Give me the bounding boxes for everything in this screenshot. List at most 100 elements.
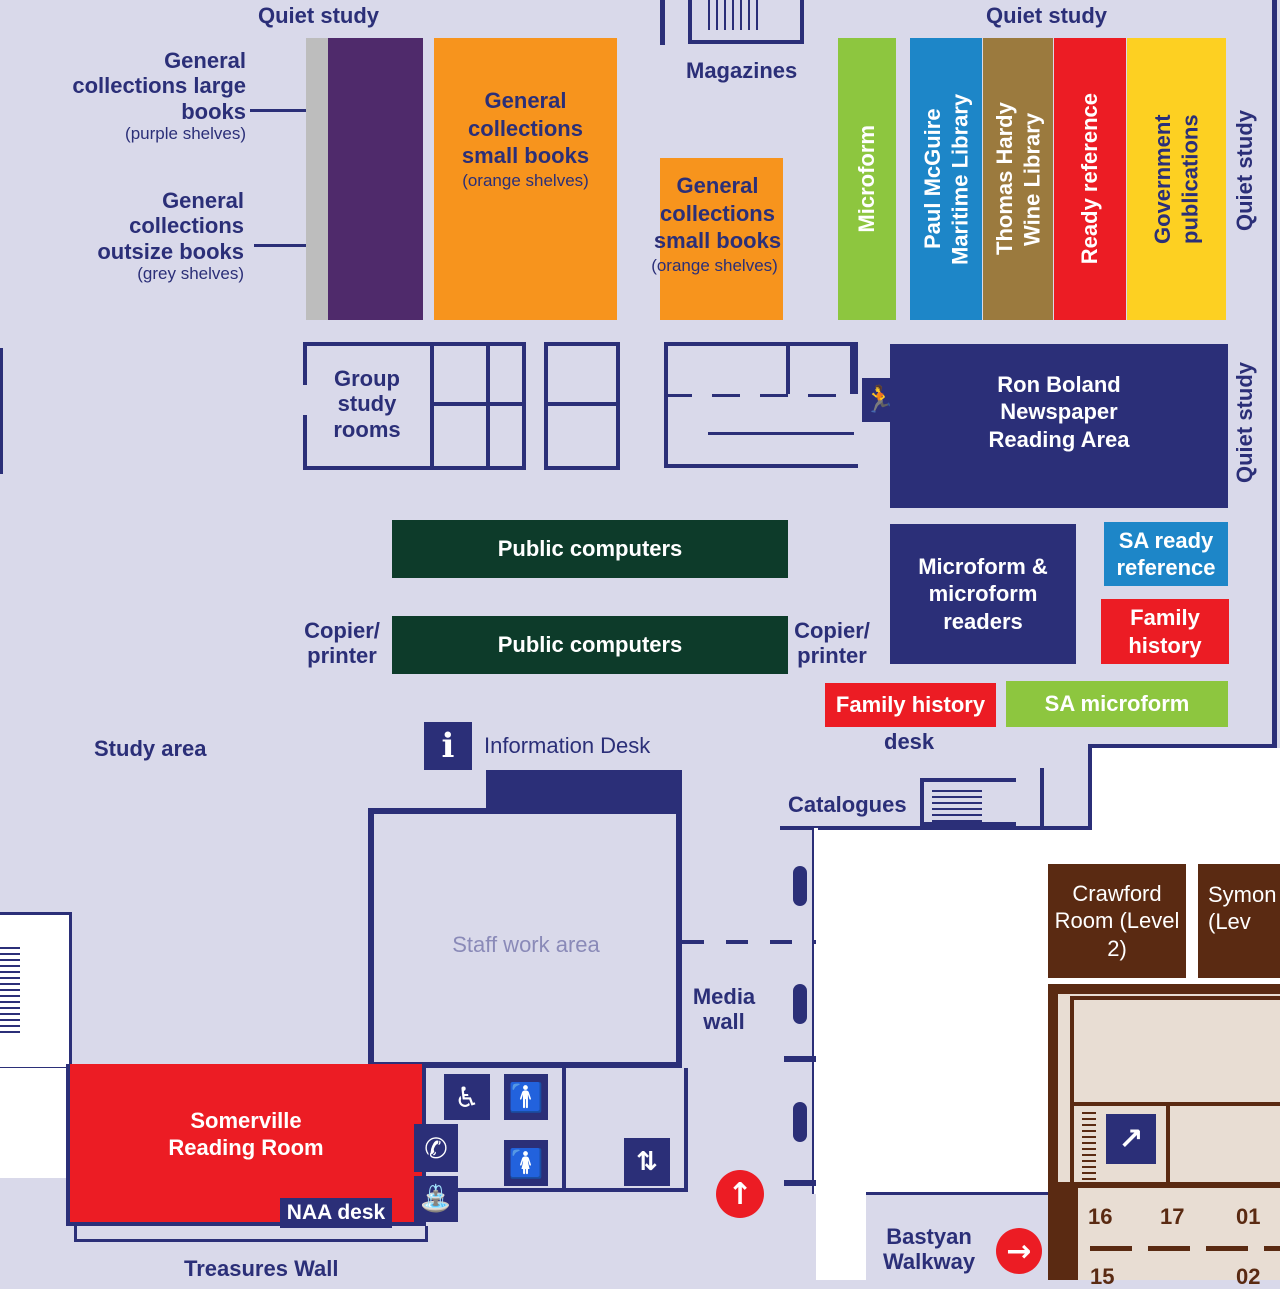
staff-area-bottom-wall xyxy=(372,1062,682,1068)
office-inner-wall-3 xyxy=(708,432,854,435)
group-room-gap-mark xyxy=(300,385,308,415)
microform-readers-label: Microform & microform readers xyxy=(918,553,1048,634)
family-history-label: Family history xyxy=(1128,605,1202,658)
thomas-hardy-label: Thomas Hardy Wine Library xyxy=(991,102,1045,256)
right-outer-wall xyxy=(1272,0,1277,748)
general-large-books-sub: (purple shelves) xyxy=(125,123,246,143)
stairs-icon: ↗ xyxy=(1106,1114,1156,1164)
public-computers-2[interactable]: Public computers xyxy=(392,616,788,674)
bastyan-walkway-label: Bastyan Walkway xyxy=(882,1224,976,1275)
government-publications-label: Government publications xyxy=(1150,114,1203,244)
group-study-room-f[interactable] xyxy=(544,402,620,470)
public-computers-1-label: Public computers xyxy=(497,536,683,562)
leader-line-outsize xyxy=(254,244,308,247)
quiet-study-label-right-1: Quiet study xyxy=(1232,110,1257,236)
information-desk-label: Information Desk xyxy=(484,733,651,758)
catalogues-wall-h xyxy=(780,826,1094,830)
amenities-divider xyxy=(562,1068,566,1192)
quiet-study-label-top-left: Quiet study xyxy=(258,3,380,28)
family-history-desk-word: desk xyxy=(884,729,935,754)
staff-work-area xyxy=(368,808,682,1068)
info-icon[interactable]: i xyxy=(424,722,472,770)
orange-shelves-2-title: General collections small books xyxy=(653,173,782,254)
office-inner-wall-1 xyxy=(664,394,854,397)
magazines-wall-left xyxy=(660,0,665,45)
office-room-outline xyxy=(664,342,858,468)
purple-shelves[interactable] xyxy=(328,38,423,320)
phone-icon: ✆ xyxy=(414,1124,458,1172)
symon-room-label: Symon (Lev xyxy=(1208,881,1277,935)
microform-section[interactable]: Microform xyxy=(838,38,896,320)
general-outsize-books-title: General collections outsize books xyxy=(97,188,244,264)
general-large-books-title: General collections large books xyxy=(72,48,246,124)
group-study-rooms-label: Group study rooms xyxy=(333,366,401,442)
naa-desk[interactable]: NAA desk xyxy=(280,1198,392,1228)
crawford-room[interactable]: Crawford Room (Level 2) xyxy=(1048,864,1186,978)
copier-printer-left: Copier/ printer xyxy=(304,618,380,669)
public-computers-2-label: Public computers xyxy=(497,632,683,658)
family-history-area[interactable]: Family history xyxy=(1101,599,1229,664)
heritage-stair-box xyxy=(1070,1104,1170,1184)
quiet-study-right-1-text: Quiet study xyxy=(1232,110,1257,232)
toilet-icon: 🚹 xyxy=(504,1074,548,1120)
office-inner-wall-2 xyxy=(786,342,790,394)
leader-line-large xyxy=(250,109,308,112)
room-01-label: 01 xyxy=(1236,1204,1261,1229)
group-study-room-e[interactable] xyxy=(544,342,620,406)
government-publications-section[interactable]: Government publications xyxy=(1127,38,1226,320)
group-study-room-b[interactable] xyxy=(486,342,526,406)
group-study-room-d[interactable] xyxy=(486,402,526,470)
media-panel-3 xyxy=(793,1102,807,1142)
heritage-dashes xyxy=(1090,1246,1280,1251)
right-step-wall-v xyxy=(1088,744,1092,832)
family-history-desk[interactable]: Family history xyxy=(825,683,996,727)
room-15-label: 15 xyxy=(1090,1264,1115,1289)
orange-shelves-2-sub: (orange shelves) xyxy=(651,255,778,275)
lift-icon: ⇅ xyxy=(624,1138,670,1186)
drinking-fountain-icon: ⛲ xyxy=(414,1176,458,1222)
ron-boland-reading-area[interactable]: Ron Boland Newspaper Reading Area xyxy=(890,344,1228,508)
media-panel-2 xyxy=(793,984,807,1024)
grey-shelves[interactable] xyxy=(306,38,328,320)
catalogues-stair xyxy=(920,778,1016,826)
thomas-hardy-section[interactable]: Thomas Hardy Wine Library xyxy=(983,38,1053,320)
heritage-wall-h xyxy=(1048,1182,1280,1188)
magazines-stair xyxy=(688,0,804,44)
media-panel-1 xyxy=(793,866,807,906)
family-history-desk-label: Family history xyxy=(835,692,986,718)
symon-room[interactable]: Symon (Lev xyxy=(1198,864,1280,978)
quiet-study-right-2-text: Quiet study xyxy=(1232,362,1257,484)
right-step-wall-h xyxy=(1088,744,1277,748)
quiet-study-label-right-2: Quiet study xyxy=(1232,362,1257,488)
group-study-room-a[interactable] xyxy=(430,342,490,406)
somerville-label: Somerville Reading Room xyxy=(168,1107,324,1161)
heritage-inner-room xyxy=(1070,996,1280,1106)
right-arrow-icon: → xyxy=(996,1228,1042,1274)
group-study-room-c[interactable] xyxy=(430,402,490,470)
accessible-toilet-icon: ♿ xyxy=(444,1074,490,1120)
left-edge-wall xyxy=(0,348,3,474)
staff-work-area-label: Staff work area xyxy=(452,932,600,957)
orange-shelves-2[interactable]: General collections small books (orange … xyxy=(651,158,783,320)
ready-reference-section[interactable]: Ready reference xyxy=(1054,38,1126,320)
study-area-label: Study area xyxy=(94,736,207,761)
orange-shelves-1[interactable]: General collections small books (orange … xyxy=(434,38,617,320)
naa-desk-label: NAA desk xyxy=(286,1200,386,1224)
room-16-label: 16 xyxy=(1088,1204,1113,1229)
room-17-label: 17 xyxy=(1160,1204,1185,1229)
heritage-stair-lines xyxy=(1082,1108,1096,1180)
media-wall-line xyxy=(812,828,818,1194)
ready-reference-label: Ready reference xyxy=(1077,93,1103,265)
public-computers-1[interactable]: Public computers xyxy=(392,520,788,578)
orange-shelves-1-title: General collections small books xyxy=(461,88,590,169)
information-desk-counter[interactable] xyxy=(486,770,682,814)
media-dash-2 xyxy=(784,1056,816,1062)
treasures-wall-label: Treasures Wall xyxy=(184,1256,339,1281)
sa-ready-reference[interactable]: SA ready reference xyxy=(1104,522,1228,586)
magazines-label: Magazines xyxy=(686,58,798,83)
paul-mcguire-section[interactable]: Paul McGuire Maritime Library xyxy=(910,38,982,320)
somerville-lower-strip xyxy=(74,1226,428,1242)
ron-boland-label: Ron Boland Newspaper Reading Area xyxy=(988,371,1130,452)
sa-microform-area[interactable]: SA microform xyxy=(1006,681,1228,727)
microform-readers-area[interactable]: Microform & microform readers xyxy=(890,524,1076,664)
